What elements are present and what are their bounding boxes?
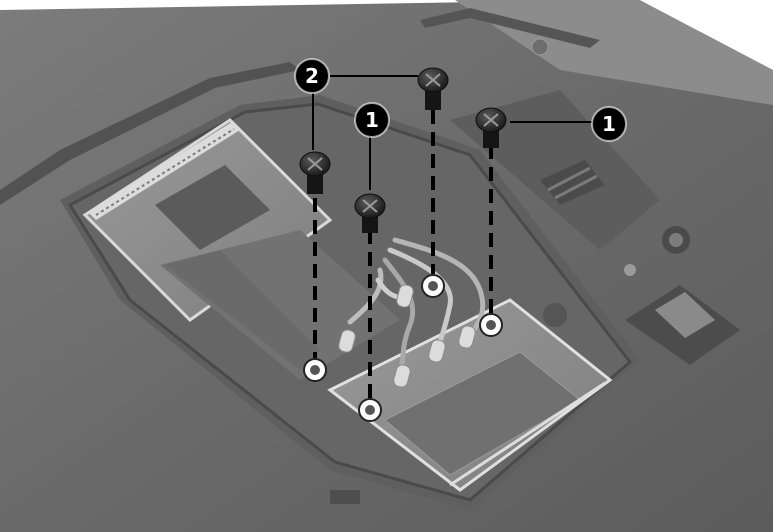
guide-lines <box>313 110 493 398</box>
callout-badge-1: 1 <box>591 106 627 142</box>
callout-badge-2: 2 <box>294 58 330 94</box>
antenna-connectors <box>338 284 476 388</box>
chassis-right-features <box>330 38 740 504</box>
screw-hole <box>479 313 503 337</box>
callouts: 2 1 1 <box>294 58 627 142</box>
screw-icon <box>417 67 449 110</box>
screws <box>299 67 507 233</box>
upper-module-board <box>82 118 333 322</box>
screw-hole <box>358 398 382 422</box>
callout-label: 1 <box>365 108 379 132</box>
screw-icon <box>475 107 507 148</box>
screw-icon <box>299 151 331 194</box>
wlan-module-board <box>327 298 613 492</box>
callout-label: 2 <box>305 64 319 88</box>
callout-badge-1: 1 <box>354 102 390 138</box>
screw-icon <box>354 193 386 233</box>
screw-hole <box>303 358 327 382</box>
screw-hole <box>421 274 445 298</box>
callout-label: 1 <box>602 112 616 136</box>
callout-leaders <box>312 75 592 190</box>
screw-holes <box>303 274 503 422</box>
